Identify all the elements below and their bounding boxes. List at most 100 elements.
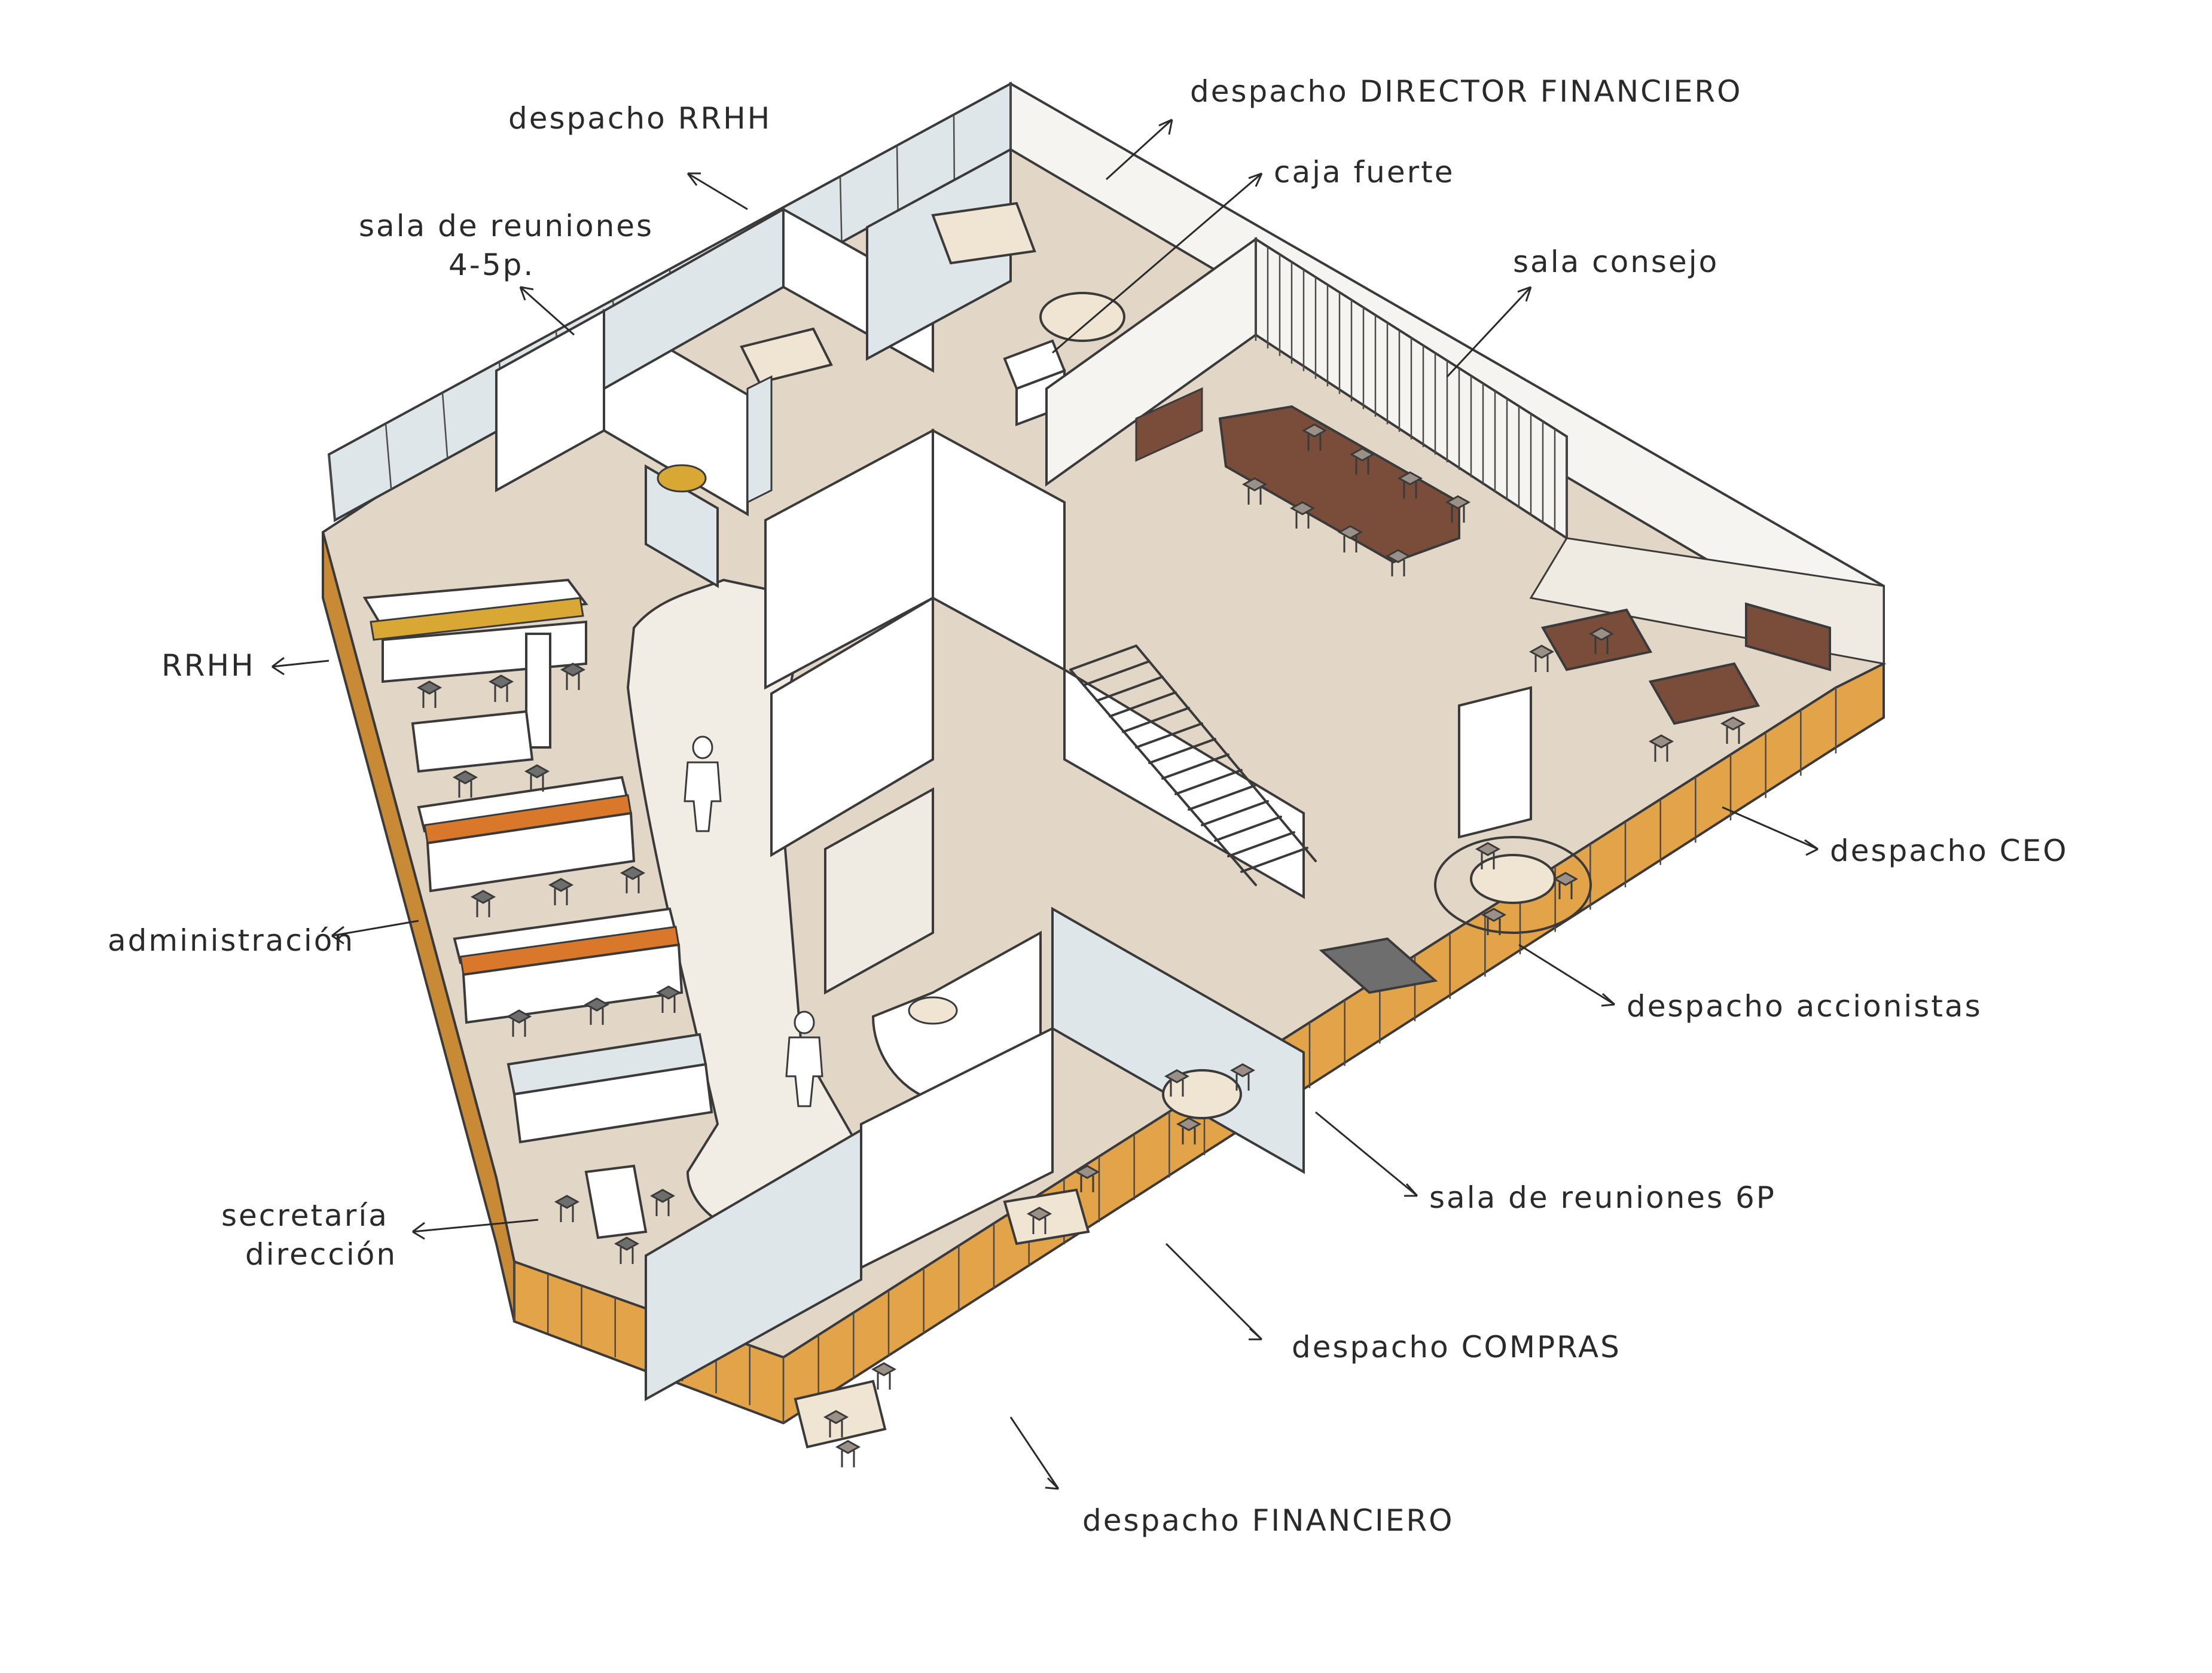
- label-caja-fuerte: caja fuerte: [1052, 155, 1455, 354]
- chair: [506, 1009, 532, 1037]
- label-despacho-ceo: despacho CEO: [1722, 806, 2068, 868]
- sketch-line: [328, 454, 336, 521]
- svg-text:despacho accionistas: despacho accionistas: [1627, 989, 1982, 1024]
- chair: [620, 866, 646, 893]
- meeting-chairs: [823, 423, 1746, 1467]
- chair: [584, 997, 610, 1025]
- sketch-line: [441, 392, 448, 459]
- chair: [871, 1362, 897, 1390]
- chair: [1241, 477, 1268, 505]
- despacho-ceo-room: [1529, 537, 1885, 725]
- sketch-line: [1214, 816, 1282, 842]
- svg-text:caja fuerte: caja fuerte: [1274, 155, 1455, 190]
- sketch-line: [1240, 847, 1308, 873]
- sketch-line: [1148, 738, 1216, 764]
- sketch-line: [1227, 831, 1295, 857]
- label-administracion: administración: [108, 920, 419, 958]
- chair: [1349, 447, 1375, 475]
- sketch-line: [839, 176, 843, 243]
- label-despacho-rrhh: despacho RRHH: [508, 101, 771, 210]
- label-despacho-director-financiero: despacho DIRECTOR FINANCIERO: [1105, 74, 1742, 181]
- chair: [1301, 423, 1328, 451]
- chair: [1588, 627, 1615, 654]
- chair: [1074, 1165, 1100, 1192]
- chair: [1648, 734, 1674, 762]
- chair: [1528, 645, 1555, 672]
- label-rrhh: RRHH: [161, 648, 329, 683]
- sketch-line: [1122, 707, 1190, 733]
- chair: [554, 1195, 580, 1222]
- chair: [1176, 1117, 1202, 1144]
- sketch-line: [1082, 660, 1151, 686]
- label-sala-reuniones-6p: sala de reuniones 6P: [1315, 1111, 1776, 1215]
- label-sala-consejo: sala consejo: [1446, 245, 1719, 378]
- svg-text:dirección: dirección: [245, 1237, 397, 1272]
- administracion-workstations: [411, 710, 684, 1024]
- chair: [1475, 842, 1501, 869]
- sketch-line: [1096, 676, 1164, 702]
- sala-consejo-room: [1045, 237, 1568, 564]
- svg-text:administración: administración: [108, 923, 355, 958]
- sketch-line: [1188, 784, 1256, 811]
- chair: [470, 890, 496, 917]
- svg-text:despacho DIRECTOR FINANCIERO: despacho DIRECTOR FINANCIERO: [1190, 74, 1742, 109]
- chair: [452, 770, 478, 798]
- rrhh-workstations: [362, 578, 588, 749]
- central-stair: [1069, 645, 1317, 886]
- sketch-line: [385, 423, 392, 490]
- secretaria-direccion-desks: [507, 1033, 713, 1240]
- label-sala-reuniones-4-5p: sala de reuniones 4-5p.: [359, 209, 652, 336]
- svg-text:despacho FINANCIERO: despacho FINANCIERO: [1082, 1503, 1454, 1538]
- boardroom-table: [1218, 405, 1460, 564]
- chair: [488, 674, 514, 702]
- chair: [1289, 501, 1316, 529]
- chair: [614, 1237, 640, 1264]
- chair: [655, 985, 682, 1013]
- chair: [1164, 1069, 1190, 1097]
- chair: [560, 663, 586, 690]
- central-core: [764, 428, 1305, 1102]
- svg-text:secretaría: secretaría: [221, 1198, 389, 1233]
- chair: [524, 764, 550, 792]
- chair: [1552, 872, 1579, 899]
- svg-text:RRHH: RRHH: [161, 648, 255, 683]
- svg-text:4-5p.: 4-5p.: [448, 248, 535, 282]
- chair: [649, 1189, 676, 1216]
- svg-text:sala de reuniones 6P: sala de reuniones 6P: [1429, 1180, 1776, 1215]
- label-despacho-accionistas: despacho accionistas: [1518, 944, 1982, 1024]
- label-despacho-financiero: despacho FINANCIERO: [1009, 1416, 1454, 1538]
- chair: [1026, 1207, 1052, 1234]
- chair: [835, 1440, 861, 1467]
- chair: [1385, 549, 1411, 576]
- sketch-line: [896, 145, 899, 212]
- sketch-line: [1069, 668, 1257, 886]
- label-despacho-compras: despacho COMPRAS: [1165, 1242, 1621, 1364]
- sketch-line: [1135, 722, 1203, 749]
- chair: [1445, 495, 1471, 523]
- chair: [1481, 908, 1507, 935]
- sala-reuniones-6p-room: [1051, 906, 1305, 1174]
- chair: [416, 680, 443, 708]
- label-secretaria-direccion: secretaría dirección: [221, 1198, 539, 1272]
- person-figure: [684, 735, 722, 832]
- despacho-director-financiero-room: [866, 147, 1125, 361]
- chair: [548, 878, 574, 905]
- chair: [1720, 716, 1746, 744]
- chair: [1229, 1063, 1256, 1091]
- svg-text:despacho CEO: despacho CEO: [1830, 834, 2068, 868]
- sketch-line: [1069, 645, 1137, 671]
- svg-text:despacho COMPRAS: despacho COMPRAS: [1292, 1330, 1621, 1364]
- chair: [823, 1410, 849, 1437]
- task-chairs: [416, 663, 682, 1264]
- chair: [1337, 525, 1363, 552]
- sketch-line: [1201, 800, 1269, 826]
- person-figure: [785, 1010, 823, 1107]
- sketch-line: [1109, 691, 1177, 718]
- svg-text:despacho RRHH: despacho RRHH: [508, 101, 771, 136]
- sketch-line: [1161, 753, 1229, 780]
- chair: [1397, 471, 1423, 499]
- svg-text:sala consejo: sala consejo: [1513, 245, 1719, 279]
- sketch-line: [1135, 645, 1317, 862]
